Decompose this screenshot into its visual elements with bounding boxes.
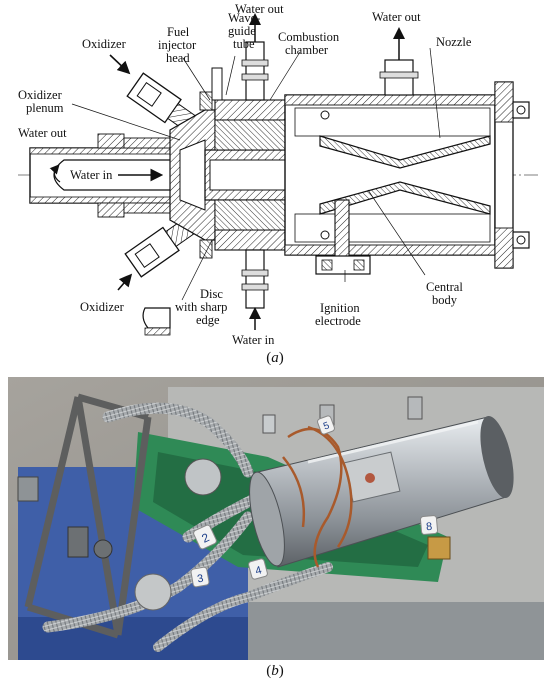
nozzle	[319, 135, 491, 215]
tag-4: 4	[248, 558, 268, 580]
svg-text:3: 3	[196, 573, 204, 586]
label-nozzle: Nozzle	[436, 35, 472, 49]
engine-photograph: 2 3 4 5 8	[8, 377, 544, 660]
copper-wires	[282, 425, 353, 568]
disc-sharp-edge-inset	[142, 307, 171, 336]
engine-cross-section-diagram: Water out Water out Water out Oxidizer O…	[18, 2, 540, 347]
label-fuel-injector-head: Fuel injector head	[158, 25, 199, 65]
top-water-out-pipe	[241, 41, 269, 101]
svg-text:5: 5	[322, 420, 331, 432]
label-water-in-bottom: Water in	[232, 333, 275, 347]
caption-a: (a)	[266, 350, 284, 366]
tag-2: 2	[193, 524, 217, 550]
injector-head-body	[169, 91, 216, 259]
label-waveguide-tube: Wave- guide tube	[228, 11, 263, 51]
outer-casing	[284, 94, 496, 256]
label-oxidizer-plenum: Oxidizer plenum	[18, 88, 65, 115]
label-water-out-top: Water out	[235, 2, 284, 16]
pipe-fittings	[17, 396, 451, 611]
label-combustion-chamber: Combustion chamber	[278, 30, 342, 57]
ignition-electrode	[315, 199, 371, 275]
label-disc-sharp-edge: Disc with sharp edge	[175, 287, 231, 327]
svg-text:8: 8	[426, 521, 433, 533]
label-oxidizer-bottom: Oxidizer	[80, 300, 125, 314]
tag-8: 8	[419, 515, 439, 535]
tag-3: 3	[190, 566, 210, 588]
leader-lines	[71, 47, 441, 301]
numbered-tags: 2 3 4 5 8	[190, 415, 439, 588]
waveguide-tube	[211, 67, 223, 101]
diagram-labels: Water out Water out Water out Oxidizer O…	[18, 2, 472, 347]
arrow-oxidizer-top	[109, 54, 131, 75]
label-central-body: Central body	[426, 280, 466, 307]
label-oxidizer-top: Oxidizer	[82, 37, 127, 51]
right-water-out-pipe	[379, 59, 419, 96]
label-water-out-right: Water out	[372, 10, 421, 24]
tag-5: 5	[317, 415, 335, 435]
label-water-out-left: Water out	[18, 126, 67, 140]
svg-text:4: 4	[254, 564, 263, 577]
arrow-oxidizer-bottom	[117, 273, 133, 291]
right-flange	[494, 81, 530, 269]
bottom-water-in-pipe	[241, 249, 269, 309]
caption-b: (b)	[266, 663, 284, 679]
label-water-in-center: Water in	[70, 168, 113, 182]
label-ignition-electrode: Ignition electrode	[315, 301, 363, 328]
